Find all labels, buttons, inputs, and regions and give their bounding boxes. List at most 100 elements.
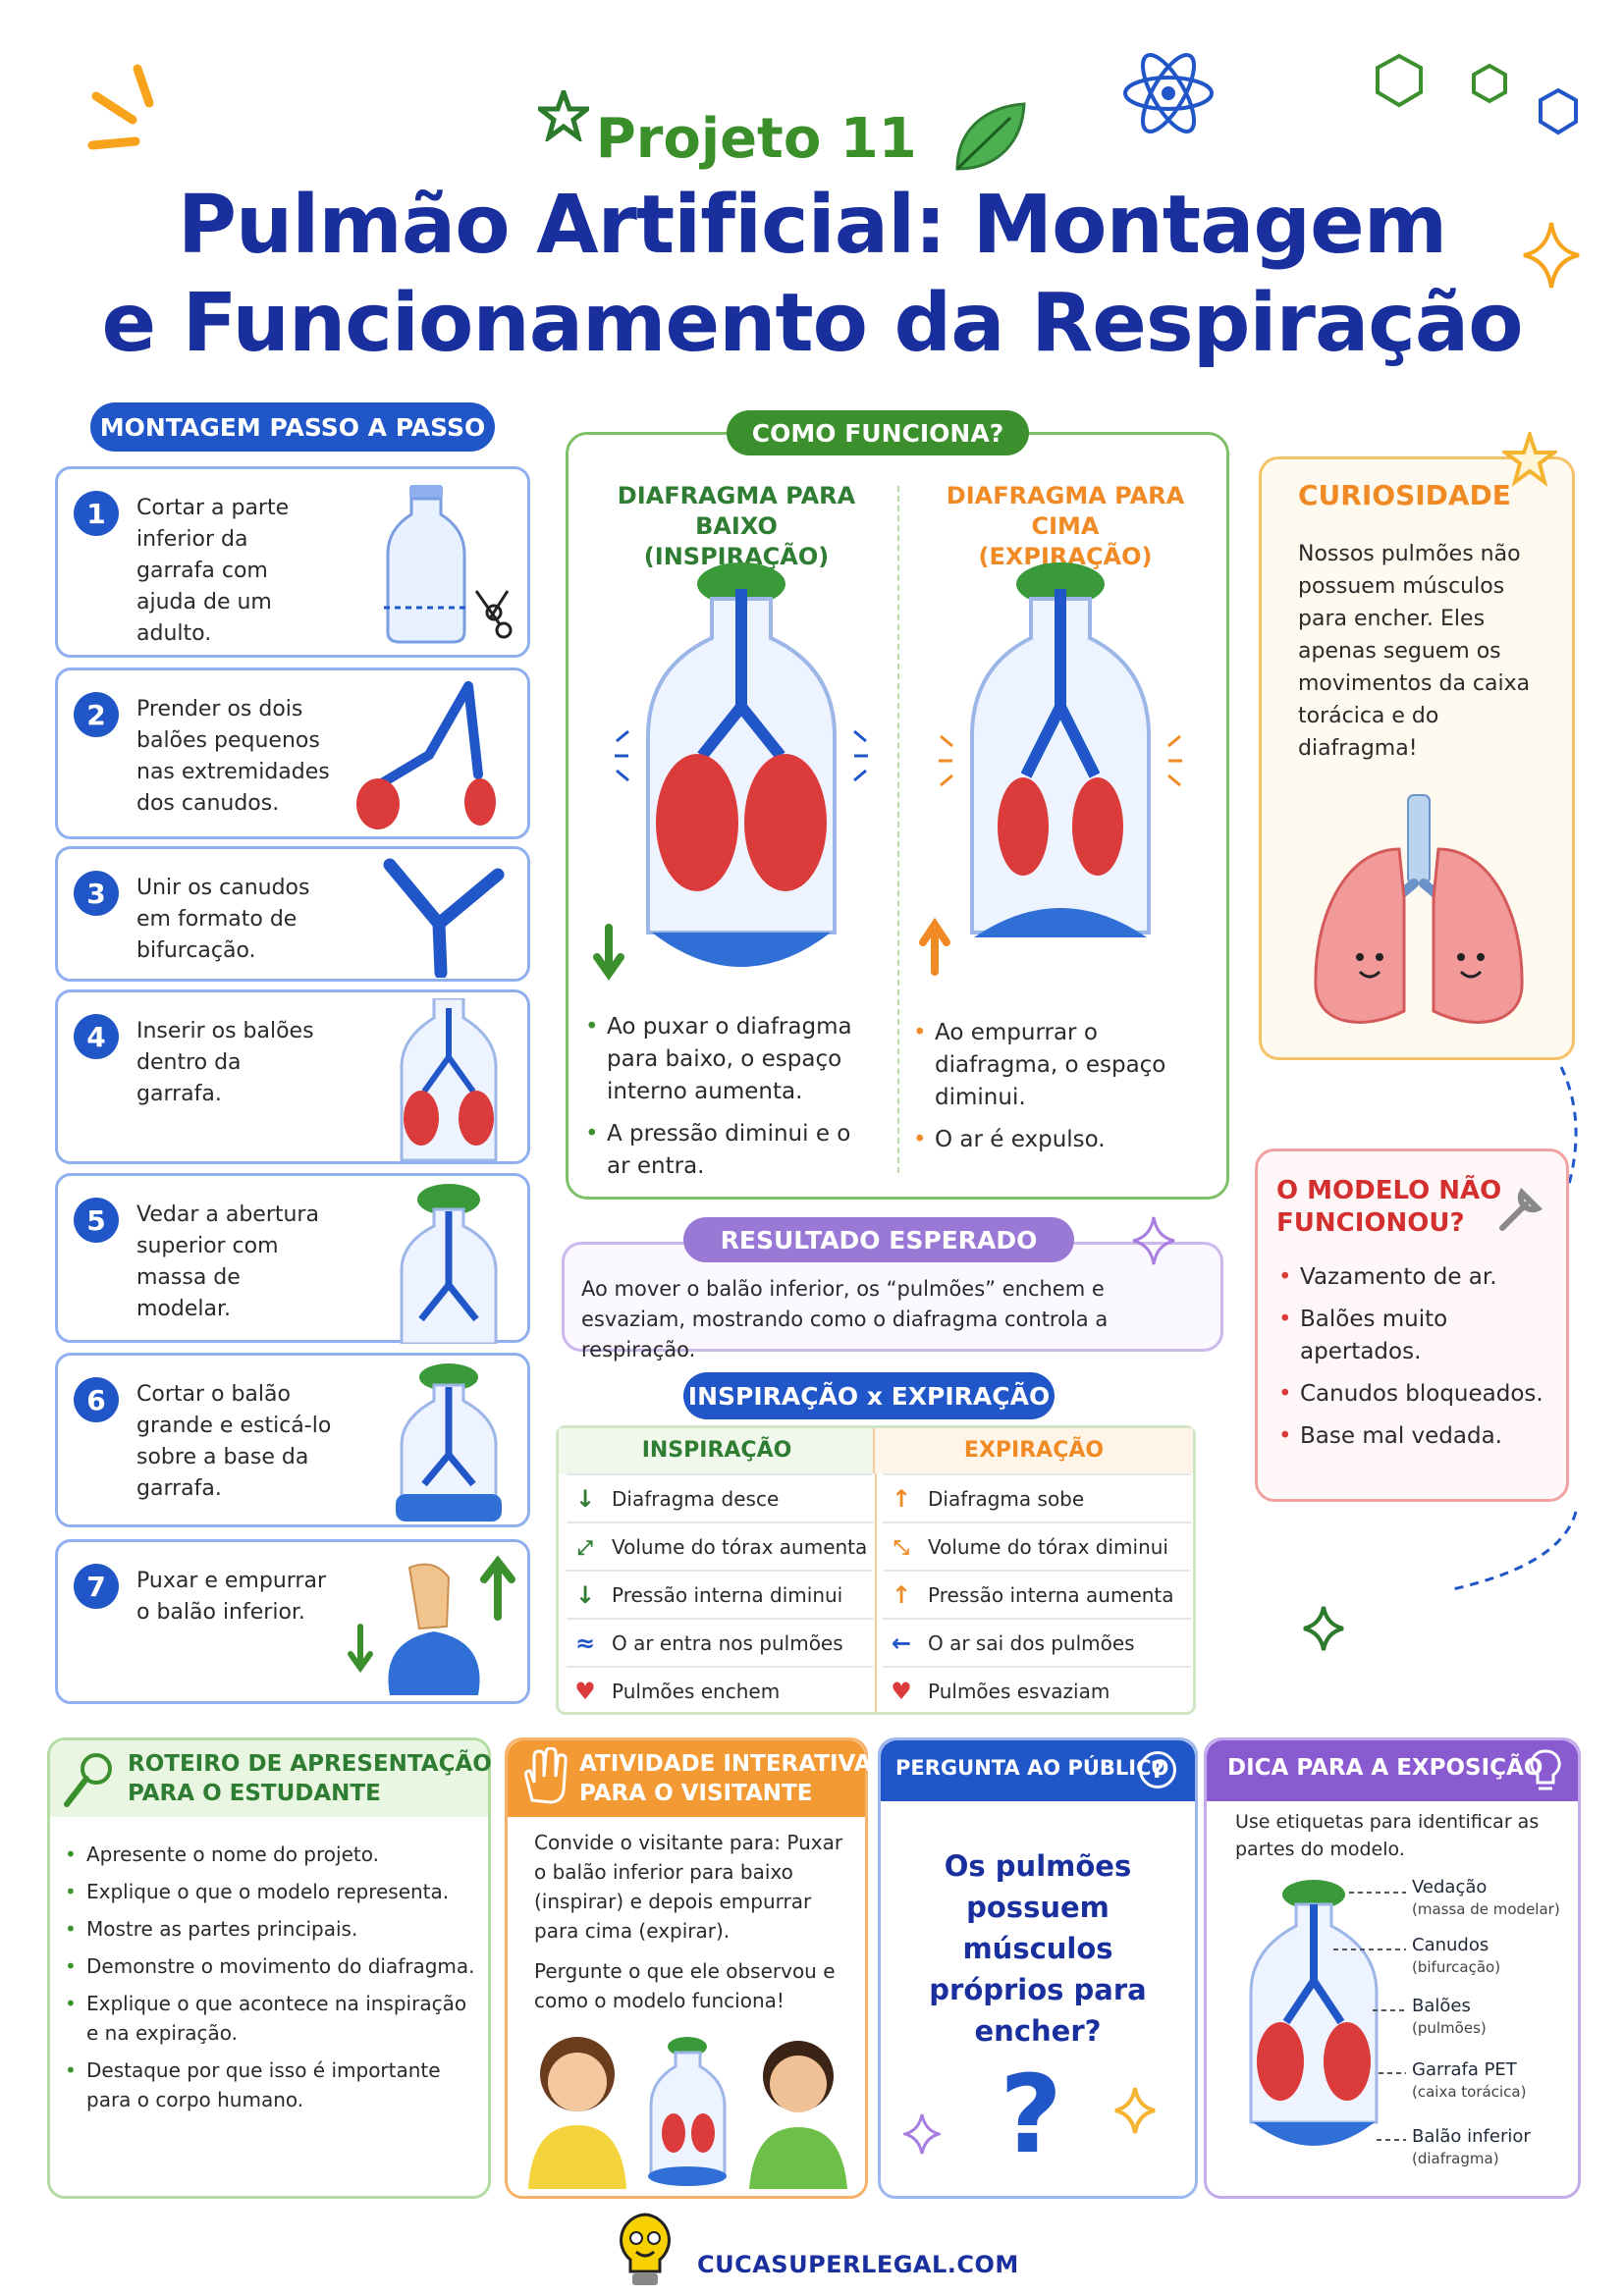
- table-row: ↑Diafragma sobe: [883, 1473, 1191, 1522]
- roteiro-list: Apresente o nome do projeto. Explique o …: [65, 1840, 477, 2114]
- hand-pull-illustration: [348, 1555, 515, 1695]
- atom-icon: [1123, 53, 1214, 133]
- bottle-scissors-illustration: [384, 485, 513, 644]
- step-text: Puxar e empurrar o balão inferior.: [136, 1569, 326, 1625]
- list-item: Canudos bloqueados.: [1278, 1378, 1553, 1411]
- diaphragm-up-title: DIAFRAGMA PARA CIMA (EXPIRAÇÃO): [946, 482, 1185, 570]
- resultado-text: Ao mover o balão inferior, os “pulmões” …: [581, 1277, 1109, 1362]
- table-row: ⤢Volume do tórax aumenta: [567, 1522, 873, 1570]
- troubleshoot-list: Vazamento de ar. Balões muito apertados.…: [1278, 1261, 1553, 1453]
- step-5: 5 Vedar a abertura superior com massa de…: [55, 1173, 530, 1344]
- pergunta-question: Os pulmões possuem músculos próprios par…: [929, 1849, 1147, 2048]
- children-illustration: [528, 2037, 847, 2189]
- step-number: 7: [74, 1564, 119, 1609]
- table-head-inspiration: INSPIRAÇÃO: [641, 1438, 792, 1463]
- labeled-model-illustration: [1249, 1880, 1406, 2146]
- lightbulb-mascot-logo: [620, 2213, 671, 2285]
- expiration-model-illustration: [919, 562, 1182, 976]
- expand-icon: ⤢: [577, 1534, 593, 1559]
- step-2: 2 Prender os dois balões pequenos nas ex…: [55, 667, 530, 839]
- table-row: ♥Pulmões enchem: [567, 1666, 873, 1714]
- sparkle-icon: [1132, 1216, 1175, 1265]
- divider: [897, 486, 899, 1173]
- bottle-balloons-illustration: [400, 998, 498, 1162]
- sparkle-icon: [903, 2113, 941, 2155]
- leaf-icon: [955, 102, 1026, 171]
- list-item: Explique o que o modelo representa.: [65, 1877, 477, 1906]
- label-canudos: Canudos(bifurcação): [1412, 1935, 1501, 1976]
- table-row: ♥Pulmões esvaziam: [883, 1666, 1191, 1714]
- hexagons-decoration: [1376, 53, 1578, 135]
- troubleshoot-title: O MODELO NÃO FUNCIONOU?: [1276, 1176, 1502, 1238]
- pergunta-card: [878, 1737, 1198, 2199]
- step-text: Inserir os balões dentro da garrafa.: [136, 1019, 314, 1106]
- curiosidade-title: CURIOSIDADE: [1298, 479, 1511, 511]
- lungs-illustration: [1314, 794, 1524, 1024]
- sealed-bottle-illustration: [400, 1184, 498, 1344]
- list-item: Destaque por que isso é importante para …: [65, 2056, 477, 2114]
- step-text: Prender os dois balões pequenos nas extr…: [136, 697, 330, 816]
- list-item: Vazamento de ar.: [1278, 1261, 1553, 1294]
- bullet: Ao puxar o diafragma para baixo, o espaç…: [585, 1011, 880, 1108]
- comparacao-title: INSPIRAÇÃO x EXPIRAÇÃO: [683, 1372, 1055, 1419]
- sparkle-icon: [1303, 1606, 1344, 1651]
- step-text: Unir os canudos em formato de bifurcação…: [136, 876, 310, 963]
- pergunta-title: PERGUNTA AO PÚBLICO: [895, 1756, 1169, 1780]
- dica-intro: Use etiquetas para identificar as partes…: [1235, 1811, 1540, 1860]
- list-item: Balões muito apertados.: [1278, 1304, 1553, 1368]
- atividade-text-1: Convide o visitante para: Puxar o balão …: [534, 1831, 843, 1943]
- lungs-icon: ♥: [891, 1677, 912, 1705]
- project-number: Projeto 11: [0, 98, 1624, 177]
- diaphragm-down-title: DIAFRAGMA PARA BAIXO (INSPIRAÇÃO): [617, 482, 856, 570]
- list-item: Apresente o nome do projeto.: [65, 1840, 477, 1869]
- table-row: ≈O ar entra nos pulmões: [567, 1618, 873, 1666]
- montagem-title: MONTAGEM PASSO A PASSO: [90, 402, 495, 452]
- curiosidade-text: Nossos pulmões não possuem músculos para…: [1298, 542, 1531, 761]
- straws-balloons-illustration: [356, 681, 496, 829]
- list-item: Demonstre o movimento do diafragma.: [65, 1951, 477, 1981]
- step-number: 4: [74, 1014, 119, 1059]
- wrench-icon: [1499, 1187, 1543, 1231]
- bullet: Ao empurrar o diafragma, o espaço diminu…: [913, 1017, 1218, 1114]
- step-4: 4 Inserir os balões dentro da garrafa.: [55, 989, 530, 1164]
- table-head-expiration: EXPIRAÇÃO: [963, 1438, 1105, 1463]
- label-baloes: Balões(pulmões): [1412, 1996, 1487, 2037]
- bullet: A pressão diminui e o ar entra.: [585, 1118, 880, 1183]
- expiration-bullets: Ao empurrar o diafragma, o espaço diminu…: [913, 1017, 1218, 1156]
- arrow-down-icon: ↓: [574, 1484, 596, 1513]
- bottle-diaphragm-illustration: [396, 1363, 502, 1522]
- sparkle-icon: [1523, 222, 1580, 289]
- air-in-icon: ≈: [574, 1629, 596, 1657]
- table-row: ↓Pressão interna diminui: [567, 1570, 873, 1618]
- lightbulb-icon: [1530, 1749, 1561, 1790]
- list-item: Explique o que acontece na inspiração e …: [65, 1989, 477, 2048]
- step-number: 6: [74, 1377, 119, 1422]
- page-title: Pulmão Artificial: Montagem e Funcioname…: [101, 179, 1523, 370]
- microphone-icon: [64, 1753, 112, 1807]
- step-1: 1 Cortar a parte inferior da garrafa com…: [55, 466, 530, 658]
- table-row: ←O ar sai dos pulmões: [883, 1618, 1191, 1666]
- dica-title: DICA PARA A EXPOSIÇÃO: [1227, 1755, 1543, 1781]
- star-icon: [538, 90, 589, 141]
- step-text: Cortar o balão grande e esticá-lo sobre …: [136, 1382, 332, 1501]
- step-number: 1: [74, 491, 119, 536]
- comparison-table: INSPIRAÇÃO EXPIRAÇÃO ↓Diafragma desce ⤢V…: [556, 1425, 1196, 1715]
- atividade-title: ATIVIDADE INTERATIVA PARA O VISITANTE: [579, 1751, 872, 1806]
- arrow-up-icon: ↑: [891, 1580, 912, 1609]
- table-row: ↑Pressão interna aumenta: [883, 1570, 1191, 1618]
- dashed-connector: [1447, 1511, 1578, 1592]
- footer-site: CUCASUPERLEGAL.COM: [697, 2251, 1019, 2278]
- table-row: ⤡Volume do tórax diminui: [883, 1522, 1191, 1570]
- step-7: 7 Puxar e empurrar o balão inferior.: [55, 1539, 530, 1704]
- resultado-title: RESULTADO ESPERADO: [683, 1217, 1074, 1262]
- list-item: Mostre as partes principais.: [65, 1914, 477, 1944]
- question-icon: ?: [1139, 1751, 1176, 1789]
- step-number: 3: [74, 871, 119, 916]
- list-item: Base mal vedada.: [1278, 1420, 1553, 1453]
- bullet: O ar é expulso.: [913, 1124, 1218, 1156]
- star-icon: [1502, 432, 1557, 487]
- sparkle-icon: [1114, 2087, 1156, 2134]
- atividade-text-2: Pergunte o que ele observou e como o mod…: [534, 1959, 836, 2012]
- step-number: 2: [74, 692, 119, 737]
- inspiration-model-illustration: [593, 562, 868, 981]
